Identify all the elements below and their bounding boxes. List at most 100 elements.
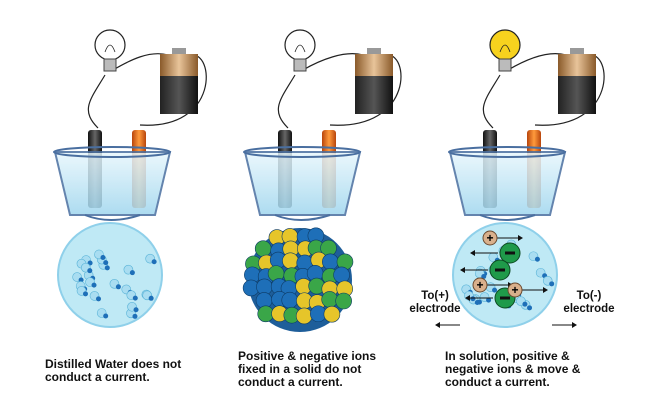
- bulb-filament: [104, 44, 116, 53]
- ion-sphere: [295, 307, 313, 325]
- wire: [277, 74, 296, 129]
- water-molecule-atom: [129, 270, 135, 276]
- bulb-filament: [499, 44, 511, 53]
- arrow-head: [470, 250, 475, 256]
- water-molecule-atom: [103, 313, 109, 319]
- ion-sphere: [282, 252, 299, 270]
- plus-sign: +: [476, 278, 483, 292]
- bulb-filament: [294, 44, 306, 53]
- wire: [112, 53, 169, 71]
- battery-terminal: [367, 48, 381, 54]
- caption-line: Positive & negative ions: [238, 349, 377, 363]
- plus-sign: +: [486, 231, 493, 245]
- water-molecule-atom: [522, 301, 528, 307]
- minus-sign: [505, 251, 515, 255]
- battery-icon: [558, 76, 596, 114]
- battery-terminal: [570, 48, 584, 54]
- water-molecule-atom: [527, 305, 533, 311]
- water-molecule-atom: [87, 268, 93, 274]
- cation: [472, 277, 488, 293]
- water-molecule-atom: [470, 296, 476, 302]
- wire: [302, 53, 364, 71]
- ion-sphere: [323, 305, 341, 323]
- caption-line: In solution, positive &: [445, 349, 570, 363]
- label-to-negative-electrode: To(-) electrode: [556, 290, 622, 316]
- water-molecule-atom: [492, 287, 498, 293]
- battery-top: [160, 54, 198, 76]
- panel-solid: [242, 29, 402, 332]
- water-molecule-atom: [534, 256, 540, 262]
- caption-solution-ions: In solution, positive & negative ions & …: [445, 350, 635, 389]
- minus-sign: [495, 268, 505, 272]
- wire: [87, 74, 106, 129]
- water-molecule-atom: [133, 307, 139, 313]
- caption-solid-ions: Positive & negative ions fixed in a soli…: [238, 350, 428, 389]
- water-molecule-atom: [95, 296, 101, 302]
- caption-line: conduct a current.: [45, 370, 150, 384]
- water-molecule-atom: [91, 282, 97, 288]
- arrow-head: [435, 322, 440, 328]
- arrow-head: [465, 295, 470, 301]
- label-line: To(+): [421, 290, 449, 302]
- magnified-view: [57, 222, 163, 328]
- arrow-head: [572, 322, 577, 328]
- label-line: To(-): [576, 290, 602, 302]
- panel-solution: + + +: [448, 29, 605, 328]
- ion-sphere: [281, 291, 299, 309]
- arrow-head: [518, 235, 523, 241]
- caption-line: fixed in a solid do not: [238, 362, 362, 376]
- water-molecule-atom: [481, 273, 487, 279]
- caption-line: negative ions & move &: [445, 362, 581, 376]
- cation: [482, 230, 498, 246]
- beaker-base: [274, 214, 331, 221]
- caption-line: conduct a current.: [238, 375, 343, 389]
- arrow-head: [543, 287, 548, 293]
- wire: [482, 74, 501, 129]
- battery-top: [558, 54, 596, 76]
- water-molecule-atom: [104, 265, 110, 271]
- beaker-rim: [448, 146, 566, 158]
- beaker: [53, 151, 172, 216]
- ion-sphere: [333, 266, 350, 284]
- battery-top: [355, 54, 393, 76]
- label-line: electrode: [563, 303, 615, 315]
- battery-terminal: [172, 48, 186, 54]
- water-molecule-atom: [486, 297, 492, 303]
- arrow-head: [460, 267, 465, 273]
- water-molecule-atom: [82, 291, 88, 297]
- beaker-base: [84, 214, 141, 221]
- wire: [507, 53, 567, 71]
- beaker-base: [479, 214, 536, 221]
- caption-line: conduct a current.: [445, 375, 550, 389]
- water-molecule-atom: [132, 295, 138, 301]
- bulb-base: [293, 58, 307, 72]
- ion-sphere: [254, 240, 272, 257]
- water-molecule-atom: [132, 313, 138, 319]
- water-molecule-atom: [474, 300, 480, 306]
- beaker-rim: [53, 146, 171, 158]
- water-molecule-atom: [549, 281, 555, 287]
- cation: [507, 282, 523, 298]
- panel-water: [53, 29, 207, 328]
- beaker-rim: [243, 146, 361, 158]
- plus-sign: +: [511, 283, 518, 297]
- minus-sign: [500, 296, 510, 300]
- beaker: [448, 151, 567, 216]
- caption-line: Distilled Water does not: [45, 357, 182, 371]
- label-line: electrode: [409, 303, 461, 315]
- battery-icon: [355, 76, 393, 114]
- bulb-base: [498, 58, 512, 72]
- beaker: [243, 151, 362, 216]
- water-molecule-atom: [100, 254, 106, 260]
- water-molecule-atom: [148, 295, 154, 301]
- water-molecule-atom: [151, 259, 157, 265]
- ion-sphere: [322, 253, 339, 271]
- water-molecule-atom: [115, 284, 121, 290]
- ion-sphere: [335, 292, 352, 310]
- bulb-base: [103, 58, 117, 72]
- label-to-positive-electrode: To(+) electrode: [402, 290, 468, 316]
- ion-sphere: [321, 291, 338, 308]
- water-molecule-atom: [103, 260, 109, 266]
